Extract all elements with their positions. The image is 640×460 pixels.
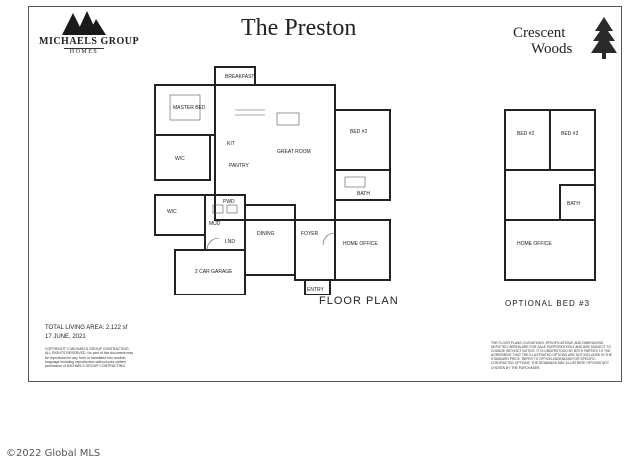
room-bath: BATH [357,191,370,197]
floor-plan-label: FLOOR PLAN [319,295,399,307]
floor-plan-sheet: MICHAELS GROUP HOMES The Preston Crescen… [28,6,622,382]
optional-plan-label: OPTIONAL BED #3 [505,299,590,308]
main-plan-details [169,94,366,251]
room-pantry: PANTRY [229,163,249,169]
copyright-notes: COPYRIGHT © MICHAELS GROUP CONTRACTING. … [45,347,134,369]
living-area: TOTAL LIVING AREA: 2,122 sf 17 JUNE, 202… [45,325,127,340]
company-sub: HOMES [64,48,104,55]
floor-plan-drawing: MASTER BED BREAKFAST KIT W/C PANTRY GREA… [154,66,596,295]
pine-tree-icon [591,17,617,59]
room-dining: DINING [257,231,275,237]
room-wic2: W/C [167,209,177,215]
opt-room-bed3: BED #3 [561,131,578,137]
mls-copyright: ©2022 Global MLS [6,448,101,459]
opt-room-home-office: HOME OFFICE [517,241,552,247]
room-bed2: BED #2 [350,129,367,135]
room-pwd: PWD [223,199,235,205]
community-name-line1: Crescent [513,25,566,41]
main-plan-walls [154,66,391,295]
michaels-group-logo: MICHAELS GROUP HOMES [39,11,140,55]
room-home-office: HOME OFFICE [343,241,378,247]
room-master-bed: MASTER BED [173,105,206,111]
optional-plan-walls [504,109,596,281]
room-lnd: LND [225,239,235,245]
plan-date: 17 JUNE, 2021 [45,334,86,340]
room-wic: W/C [175,156,185,162]
disclaimer-notes: THE FLOOR PLANS, ELEVATIONS, SPECIFICATI… [491,341,612,370]
room-great-room: GREAT ROOM [277,149,311,155]
company-name: MICHAELS GROUP [39,36,140,47]
room-kit: KIT [227,141,235,147]
room-foyer: FOYER [301,231,319,237]
opt-room-bed2: BED #2 [517,131,534,137]
crescent-woods-logo: Crescent Woods [509,17,619,61]
room-entry: ENTRY [307,287,325,293]
room-breakfast: BREAKFAST [225,74,254,80]
mountains-icon [62,11,106,35]
room-mud: MUD [209,221,221,227]
plan-title: The Preston [241,15,357,41]
room-garage: 2 CAR GARAGE [195,269,233,275]
total-living-area: TOTAL LIVING AREA: 2,122 sf [45,325,128,331]
community-name-line2: Woods [531,41,573,57]
opt-room-bath: BATH [567,201,580,207]
